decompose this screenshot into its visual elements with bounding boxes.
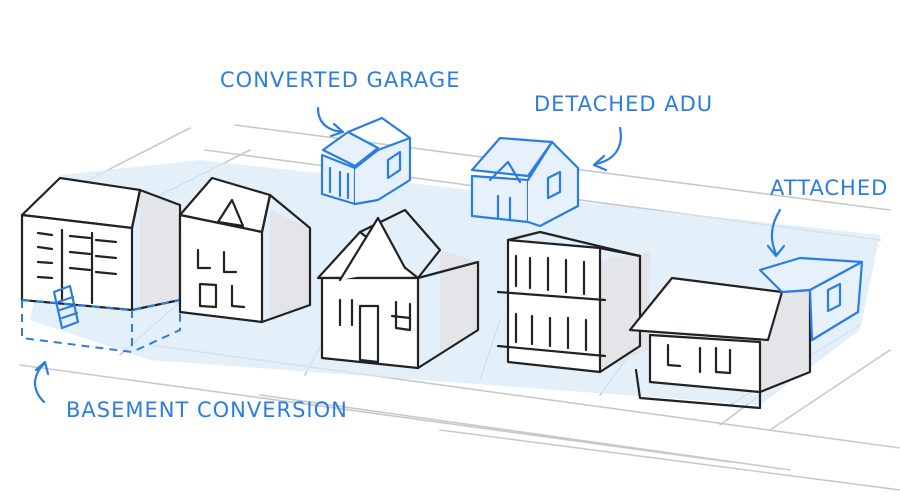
label-basement-conversion: BASEMENT CONVERSION	[66, 398, 348, 422]
label-attached: ATTACHED	[770, 176, 888, 200]
label-detached-adu: DETACHED ADU	[534, 92, 713, 116]
house-four	[498, 232, 650, 372]
detached-adu	[472, 138, 578, 226]
label-converted-garage: CONVERTED GARAGE	[220, 68, 460, 92]
